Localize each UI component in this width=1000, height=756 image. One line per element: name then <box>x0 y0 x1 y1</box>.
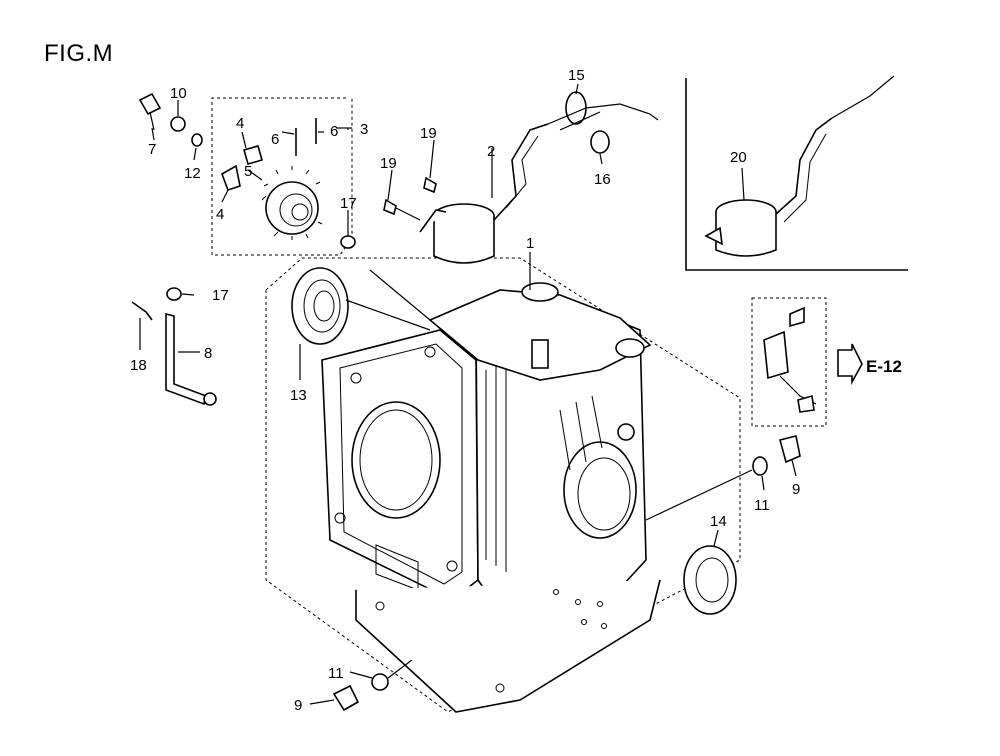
grommet-part-16 <box>590 130 610 154</box>
callout-5: 5 <box>244 163 252 180</box>
figure-title: FIG.M <box>44 40 114 67</box>
callout-labels: 1 2 3 4 4 5 6 6 7 8 9 9 10 11 11 12 13 1… <box>130 67 902 714</box>
bolt-washer-bottom <box>332 659 413 712</box>
callout-4-upper: 4 <box>236 115 244 132</box>
callout-10: 10 <box>170 85 187 102</box>
switch-group <box>763 306 863 413</box>
callout-4-lower: 4 <box>216 206 224 223</box>
callout-19-lower: 19 <box>380 155 397 172</box>
callout-17-upper: 17 <box>340 195 357 212</box>
callout-17-lower: 17 <box>212 287 229 304</box>
callout-13: 13 <box>290 387 307 404</box>
callout-2: 2 <box>487 143 495 160</box>
leader-lines <box>139 83 797 705</box>
reference-e12-label[interactable]: E-12 <box>866 357 902 376</box>
callout-9-right: 9 <box>792 481 800 498</box>
callout-15: 15 <box>568 67 585 84</box>
callout-3: 3 <box>360 121 368 138</box>
pipe-part-8 <box>131 287 217 406</box>
callout-11-right: 11 <box>754 497 770 514</box>
callout-11-bottom: 11 <box>328 665 344 682</box>
oil-sensor-part-2 <box>383 123 549 264</box>
callout-1: 1 <box>526 235 534 252</box>
small-parts-top-left <box>138 92 203 147</box>
callout-14: 14 <box>710 513 727 530</box>
crankcase-group-frame <box>265 257 741 713</box>
crankcase <box>321 282 661 713</box>
callout-16: 16 <box>594 171 611 188</box>
callout-6-right: 6 <box>330 123 338 140</box>
oil-sensor-part-20 <box>704 75 895 257</box>
bolt-washer-right <box>645 435 801 521</box>
wire-grommet-part-15 <box>547 91 659 131</box>
bearing-part-13 <box>291 267 349 345</box>
inset-frame <box>685 78 908 271</box>
switch-group-frame <box>751 297 827 427</box>
callout-9-bottom: 9 <box>294 697 302 714</box>
callout-12: 12 <box>184 165 201 182</box>
governor-assembly <box>221 118 356 249</box>
governor-group-frame <box>211 97 353 256</box>
callout-7: 7 <box>148 141 156 158</box>
callout-6-left: 6 <box>271 131 279 148</box>
callout-18: 18 <box>130 357 147 374</box>
callout-8: 8 <box>204 345 212 362</box>
callout-19-upper: 19 <box>420 125 437 142</box>
callout-20: 20 <box>730 149 747 166</box>
oil-seal-part-14 <box>683 545 737 615</box>
